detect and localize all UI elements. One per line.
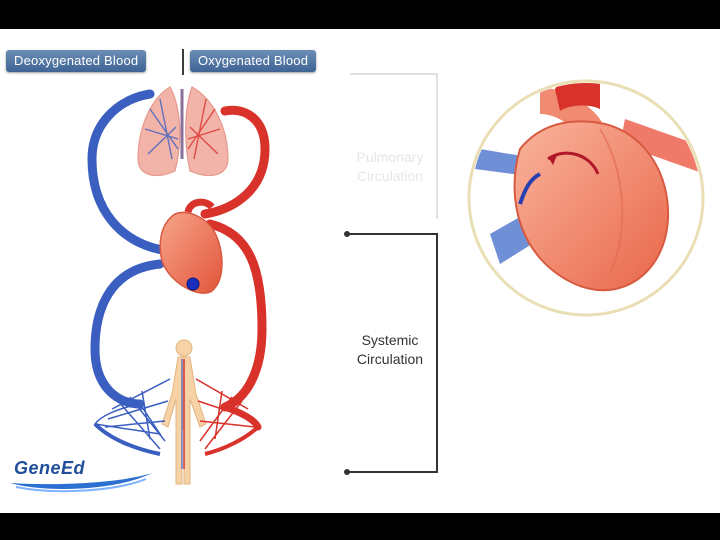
- systemic-label-line1: Systemic: [361, 332, 419, 348]
- systemic-artery-loop: [205, 219, 267, 412]
- systemic-vein-loop: [90, 259, 165, 409]
- logo-swoosh-icon: [10, 473, 152, 493]
- systemic-bracket: [344, 231, 438, 475]
- pulmonary-vein-loop: [87, 89, 173, 256]
- legend-divider: [182, 49, 184, 75]
- heart: [159, 198, 223, 294]
- body-figure: [161, 339, 207, 485]
- zoomed-heart-view: [467, 79, 705, 317]
- logo-wordmark: GeneEd: [14, 458, 86, 478]
- right-lung: [185, 86, 229, 177]
- pulmonary-bracket: [350, 73, 438, 219]
- geneed-logo: GeneEd: [6, 453, 156, 495]
- systemic-label-line2: Circulation: [356, 351, 424, 367]
- left-lung: [137, 86, 181, 177]
- deoxygenated-blood-tag: Deoxygenated Blood: [6, 50, 147, 72]
- systemic-circulation-label: Systemic Circulation: [335, 331, 445, 369]
- lungs: [137, 86, 229, 177]
- pulmonary-artery-loop: [200, 105, 270, 219]
- oxygenated-blood-tag: Oxygenated Blood: [190, 50, 317, 72]
- pulmonary-circulation-label: Pulmonary Circulation: [356, 149, 424, 184]
- capillary-bed: [93, 378, 262, 456]
- circulation-diagram: [87, 73, 705, 485]
- video-frame: Deoxygenated Blood Oxygenated Blood Pulm…: [0, 29, 720, 513]
- blood-position-marker: [186, 277, 200, 291]
